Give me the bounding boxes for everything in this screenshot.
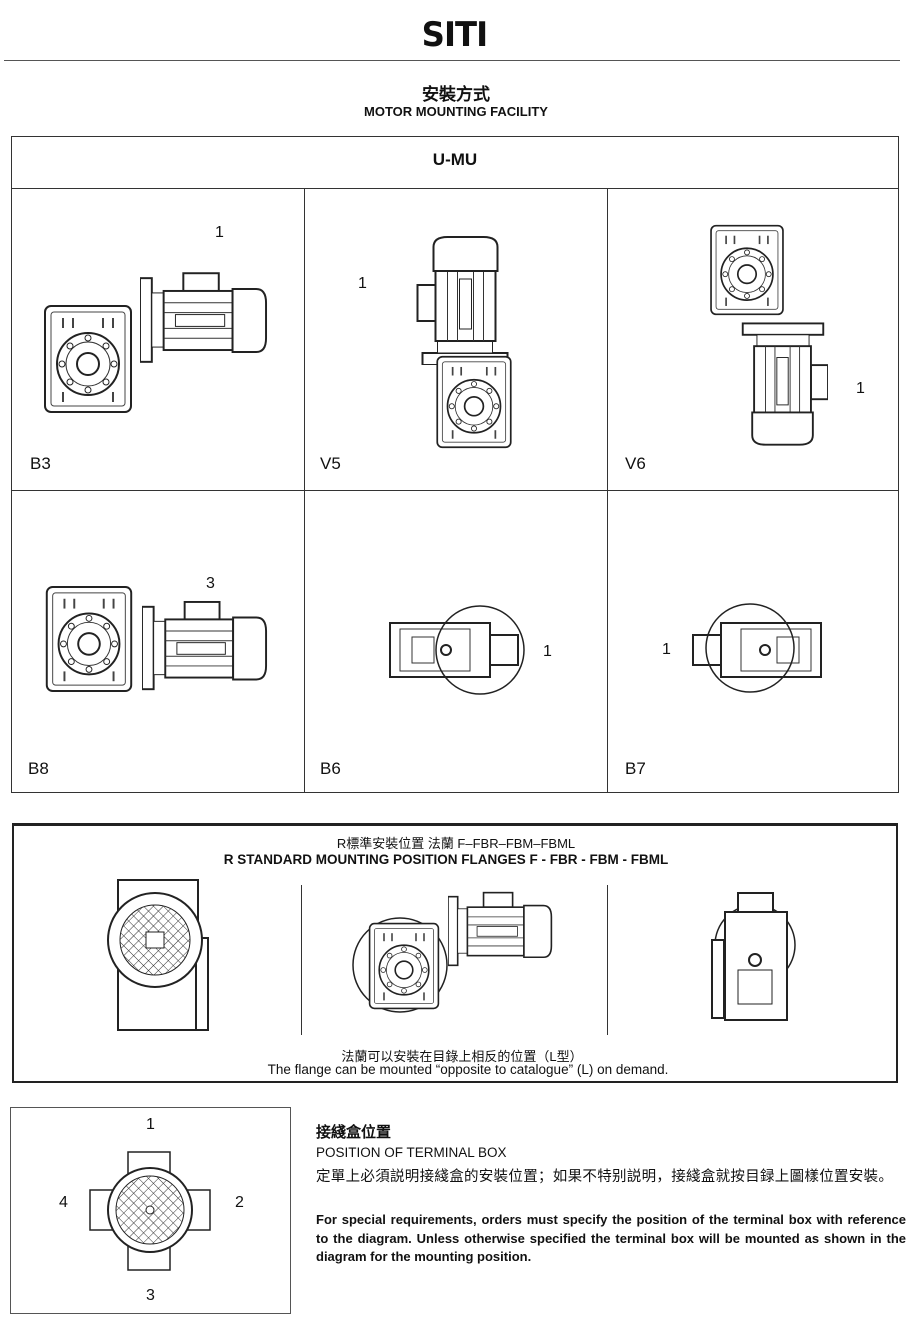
- cell-label-b6: B6: [320, 759, 341, 778]
- header-divider: [4, 60, 900, 61]
- cell-label-v6: V6: [625, 454, 646, 473]
- terminal-position-b7: 1: [662, 641, 671, 658]
- cell-label-b7: B7: [625, 759, 646, 778]
- terminal-title-en: POSITION OF TERMINAL BOX: [316, 1145, 507, 1160]
- flange-title-en: R STANDARD MOUNTING POSITION FLANGES F -…: [223, 852, 669, 867]
- siti-logo: SITI: [421, 15, 488, 55]
- terminal-position-b3: 1: [215, 224, 224, 241]
- terminal-position-b8: 3: [206, 575, 215, 592]
- terminal-position-2: 2: [235, 1194, 244, 1211]
- terminal-position-4: 4: [59, 1194, 68, 1211]
- terminal-text-en: For special requirements, orders must sp…: [316, 1212, 906, 1264]
- mounting-table: [11, 136, 899, 793]
- terminal-position-3: 3: [146, 1287, 155, 1304]
- row-divider: [11, 490, 899, 491]
- terminal-box-diagram: [89, 1151, 211, 1271]
- flange-side-drawing: [352, 891, 553, 1013]
- terminal-diagram-box: [10, 1107, 291, 1314]
- b6-drawing: [389, 605, 525, 695]
- cell-label-b3: B3: [30, 454, 51, 473]
- flange-section: [12, 823, 898, 1083]
- terminal-position-v6: 1: [856, 380, 865, 397]
- table-title: U-MU: [11, 136, 899, 189]
- flange-title-cn: R標準安裝位置 法蘭 F–FBR–FBM–FBML: [336, 836, 576, 851]
- terminal-position-v5: 1: [358, 275, 367, 292]
- page-title-en: MOTOR MOUNTING FACILITY: [364, 104, 548, 119]
- flange-front-drawing: [107, 879, 209, 1031]
- b7-drawing: [692, 603, 822, 693]
- page-title-cn: 安裝方式: [422, 85, 490, 104]
- terminal-text-cn: 定單上必須説明接綫盒的安裝位置；如果不特别説明，接綫盒就按目録上圖樣位置安裝。: [316, 1169, 894, 1185]
- terminal-position-b6: 1: [543, 643, 552, 660]
- flange-note-en: The flange can be mounted “opposite to c…: [267, 1062, 669, 1077]
- terminal-title-cn: 接綫盒位置: [316, 1124, 392, 1141]
- flange-top-drawing: [711, 892, 796, 1021]
- flange-note-cn: 法蘭可以安裝在目錄上相反的位置（L型）: [341, 1049, 583, 1064]
- terminal-position-1: 1: [146, 1116, 155, 1133]
- cell-label-b8: B8: [28, 759, 49, 778]
- flange-divider: [301, 885, 302, 1035]
- cell-label-v5: V5: [320, 454, 341, 473]
- flange-divider: [607, 885, 608, 1035]
